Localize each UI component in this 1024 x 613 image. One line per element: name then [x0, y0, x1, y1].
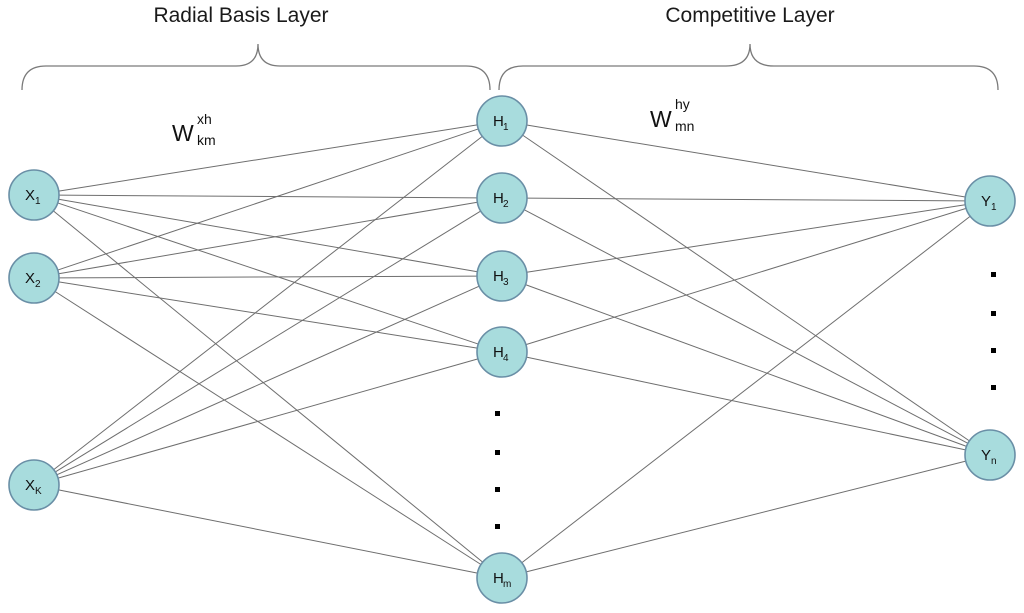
node-subscript: 2 — [503, 199, 509, 210]
ellipsis-dot — [495, 487, 500, 492]
connection-x2-h3 — [58, 275, 478, 279]
connection-x1-h2 — [58, 194, 478, 199]
weight-xh-subscript: km — [197, 132, 216, 148]
node-label: H — [493, 344, 504, 361]
ellipsis-dot — [991, 272, 996, 277]
node-subscript: m — [503, 579, 511, 590]
connection-hm-yn — [526, 460, 966, 573]
node-circle — [476, 172, 528, 224]
ellipsis-dot — [991, 348, 996, 353]
node-label: X — [25, 477, 35, 494]
node-label: H — [493, 268, 504, 285]
node-subscript: K — [35, 486, 42, 497]
connections — [53, 124, 971, 574]
node-label: X — [25, 187, 35, 204]
connection-h3-yn — [525, 284, 967, 447]
node-circle — [964, 175, 1016, 227]
node-label: Y — [981, 193, 991, 210]
node-subscript: 1 — [503, 122, 509, 133]
connection-h4-y1 — [525, 207, 967, 346]
connection-h2-y1 — [526, 197, 966, 202]
node-subscript: 3 — [503, 277, 509, 288]
hidden-ellipsis — [495, 411, 500, 529]
ellipsis-dot — [991, 311, 996, 316]
connection-h4-yn — [526, 356, 966, 451]
node-label: H — [493, 113, 504, 130]
node-circle — [476, 250, 528, 302]
output-ellipsis — [991, 272, 996, 390]
node-subscript: 1 — [35, 196, 41, 207]
node-circle — [8, 252, 60, 304]
connection-xk-h3 — [56, 285, 480, 476]
node-circle — [476, 552, 528, 604]
node-circle — [476, 326, 528, 378]
weight-hy-subscript: mn — [675, 118, 694, 134]
connection-h1-yn — [522, 134, 970, 442]
ellipsis-dot — [495, 524, 500, 529]
connection-x1-h3 — [58, 198, 478, 273]
ellipsis-dot — [495, 450, 500, 455]
connection-h2-yn — [523, 209, 969, 444]
radial-basis-brace — [21, 43, 491, 91]
connection-hm-y1 — [521, 215, 971, 564]
node-label: H — [493, 190, 504, 207]
connection-xk-h1 — [53, 135, 483, 471]
connection-x1-h1 — [58, 124, 478, 192]
node-subscript: 4 — [503, 353, 509, 364]
ellipsis-dot — [991, 385, 996, 390]
node-label: H — [493, 570, 504, 587]
connection-x2-h1 — [57, 128, 479, 271]
connection-xk-h4 — [57, 358, 479, 479]
connection-x1-hm — [53, 210, 483, 563]
radial-basis-layer-title: Radial Basis Layer — [153, 4, 328, 27]
connection-h1-y1 — [526, 124, 966, 198]
ellipsis-dot — [495, 411, 500, 416]
connection-xk-hm — [58, 489, 478, 574]
competitive-brace — [498, 43, 999, 91]
node-label: Y — [981, 447, 991, 464]
node-circle — [8, 169, 60, 221]
node-subscript: 1 — [991, 202, 997, 213]
node-subscript: n — [991, 456, 997, 467]
connection-xk-h2 — [55, 210, 481, 473]
node-circle — [476, 95, 528, 147]
competitive-layer-title: Competitive Layer — [665, 4, 834, 27]
connection-x1-h4 — [57, 202, 479, 345]
connection-h3-y1 — [526, 204, 966, 273]
node-circle — [8, 459, 60, 511]
weight-label-xh: W xh km — [172, 111, 216, 148]
node-label: X — [25, 270, 35, 287]
weight-xh-base: W — [172, 120, 194, 146]
weight-xh-superscript: xh — [197, 111, 212, 127]
connection-x2-h4 — [58, 281, 478, 349]
weight-hy-base: W — [650, 106, 672, 132]
node-subscript: 2 — [35, 279, 41, 290]
connection-x2-hm — [54, 291, 482, 565]
weight-hy-superscript: hy — [675, 96, 690, 112]
node-circle — [964, 429, 1016, 481]
weight-label-hy: W hy mn — [650, 96, 694, 134]
connection-x2-h2 — [58, 201, 478, 275]
